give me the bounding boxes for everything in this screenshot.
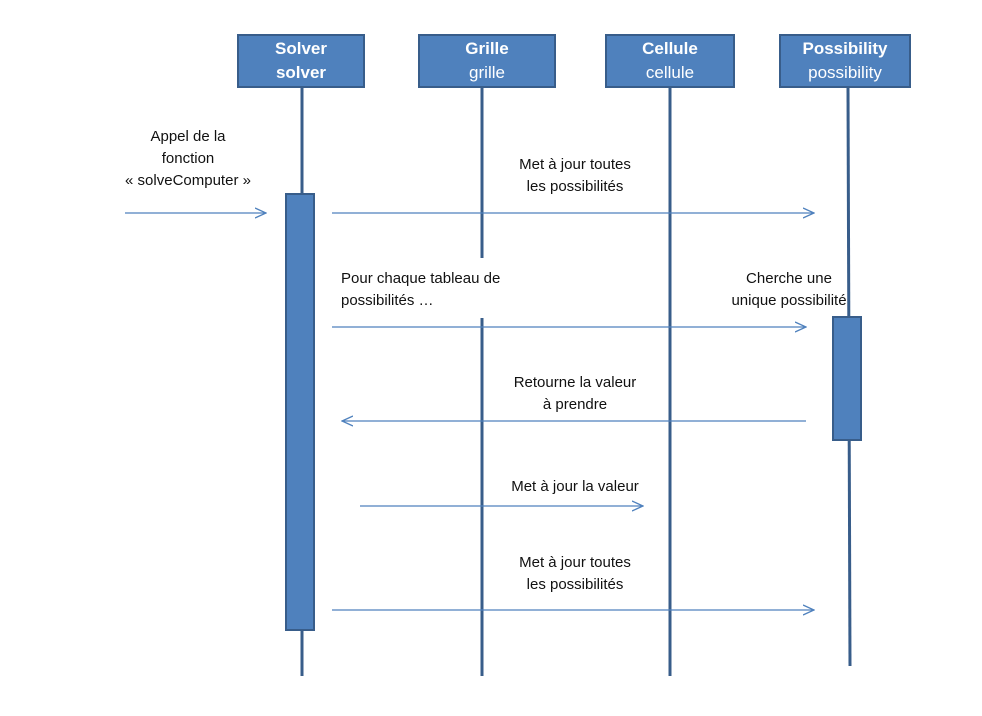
label-line: Retourne la valeur (513, 374, 637, 391)
message-label-call: Appel de la fonction « solveComputer » (100, 126, 276, 192)
label-line: Met à jour toutes (519, 156, 631, 173)
lifeline-header-cellule: Cellule cellule (605, 34, 735, 88)
message-label-return-value: Retourne la valeur à prendre (470, 372, 680, 416)
class-name: Cellule (642, 39, 698, 58)
activation-bar-solver (285, 193, 315, 631)
lifeline-header-solver: Solver solver (237, 34, 365, 88)
class-name: Grille (465, 39, 509, 58)
message-label-update-all-1: Met à jour toutes les possibilités (470, 154, 680, 198)
label-line: possibilités … (341, 292, 434, 309)
instance-name: cellule (645, 63, 695, 82)
message-label-for-each: Pour chaque tableau de possibilités … (341, 268, 500, 312)
message-label-update-all-2: Met à jour toutes les possibilités (470, 552, 680, 596)
label-line: à prendre (542, 396, 608, 413)
message-label-find-unique: Cherche une unique possibilité (694, 268, 884, 312)
class-name: Possibility (802, 39, 888, 58)
instance-name: possibility (808, 63, 882, 82)
message-label-update-value: Met à jour la valeur (470, 476, 680, 498)
lifeline-header-grille: Grille grille (418, 34, 556, 88)
label-line: Cherche une (746, 270, 832, 287)
label-line: unique possibilité (731, 292, 847, 309)
class-name: Solver (275, 39, 327, 58)
label-line: fonction (161, 150, 215, 167)
label-line: les possibilités (526, 178, 624, 195)
label-line: Met à jour toutes (519, 554, 631, 571)
instance-name: solver (275, 63, 327, 82)
label-line: Met à jour la valeur (511, 478, 639, 495)
label-line: Appel de la (150, 128, 226, 145)
lifeline-header-possibility: Possibility possibility (779, 34, 911, 88)
activation-bar-possibility (832, 316, 862, 441)
label-line: « solveComputer » (125, 172, 251, 189)
label-line: Pour chaque tableau de (341, 270, 501, 287)
instance-name: grille (469, 63, 505, 82)
label-line: les possibilités (526, 576, 624, 593)
